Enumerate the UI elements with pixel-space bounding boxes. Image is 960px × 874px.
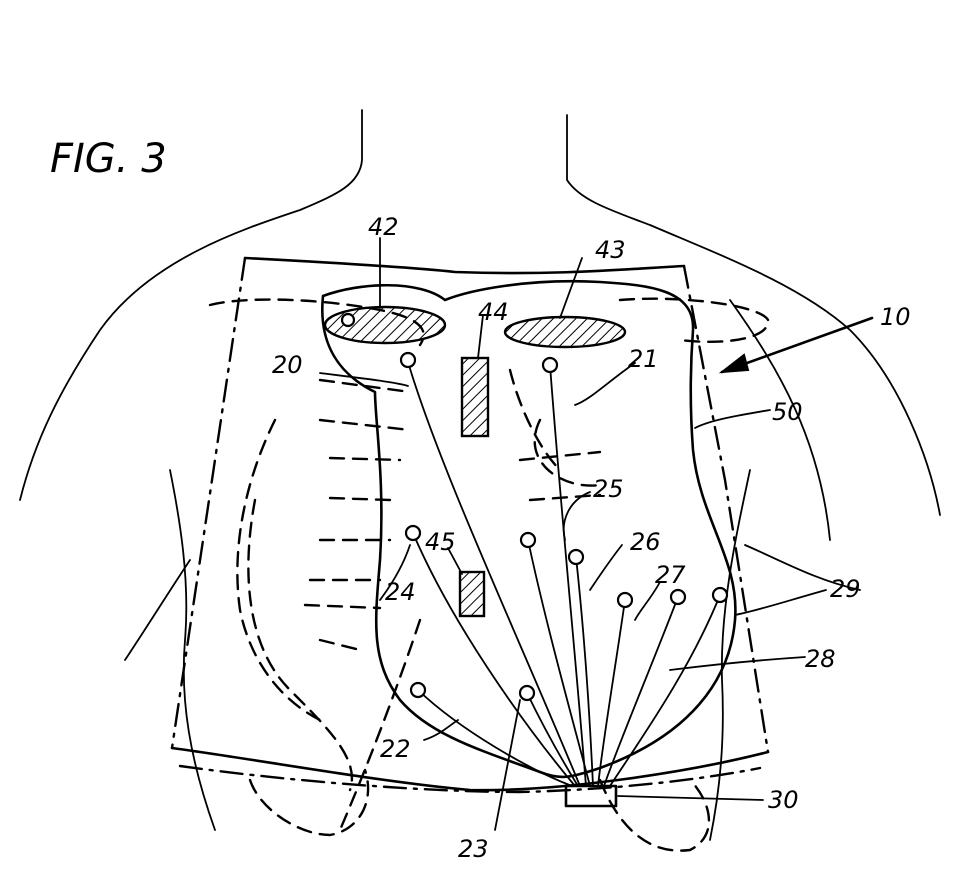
electrode-27-a — [616, 591, 634, 609]
patch-10 — [170, 256, 770, 794]
electrode-22 — [409, 681, 427, 699]
connector-30 — [564, 784, 618, 808]
label-21: 21 — [628, 345, 659, 373]
label-28: 28 — [805, 645, 836, 673]
label-20: 20 — [272, 351, 303, 379]
label-22: 22 — [380, 735, 411, 763]
label-30: 30 — [768, 786, 799, 814]
reference-labels: 10 20 21 22 23 24 25 26 27 28 29 30 42 4… — [272, 213, 911, 863]
label-26: 26 — [630, 528, 661, 556]
electrode-23 — [518, 684, 536, 702]
leader-lines — [319, 237, 874, 831]
shield-50 — [321, 279, 737, 779]
label-50: 50 — [772, 398, 803, 426]
component-45 — [458, 570, 486, 618]
electrodes — [399, 351, 729, 702]
electrode-24-upper — [404, 524, 422, 542]
electrode-25 — [519, 531, 537, 549]
rib-marks — [303, 378, 602, 652]
label-29: 29 — [830, 575, 861, 603]
electrode-pad-42 — [340, 312, 356, 328]
component-44 — [460, 356, 490, 438]
pad-43 — [503, 315, 627, 349]
electrode-26 — [567, 548, 585, 566]
label-42: 42 — [368, 213, 399, 241]
lungs-outline — [208, 297, 770, 852]
electrode-21 — [541, 356, 559, 374]
label-45: 45 — [425, 528, 456, 556]
torso-outline — [19, 109, 941, 841]
label-10: 10 — [880, 303, 911, 331]
label-43: 43 — [595, 236, 626, 264]
lead-wires — [407, 361, 721, 787]
figure-title: FIG. 3 — [50, 136, 167, 182]
pad-42 — [323, 305, 447, 345]
label-44: 44 — [478, 298, 509, 326]
label-24: 24 — [385, 578, 416, 606]
electrode-29 — [711, 586, 729, 604]
label-25: 25 — [593, 475, 624, 503]
electrode-27-b — [669, 588, 687, 606]
electrode-20 — [399, 351, 417, 369]
label-27: 27 — [655, 561, 686, 589]
label-23: 23 — [458, 835, 489, 863]
